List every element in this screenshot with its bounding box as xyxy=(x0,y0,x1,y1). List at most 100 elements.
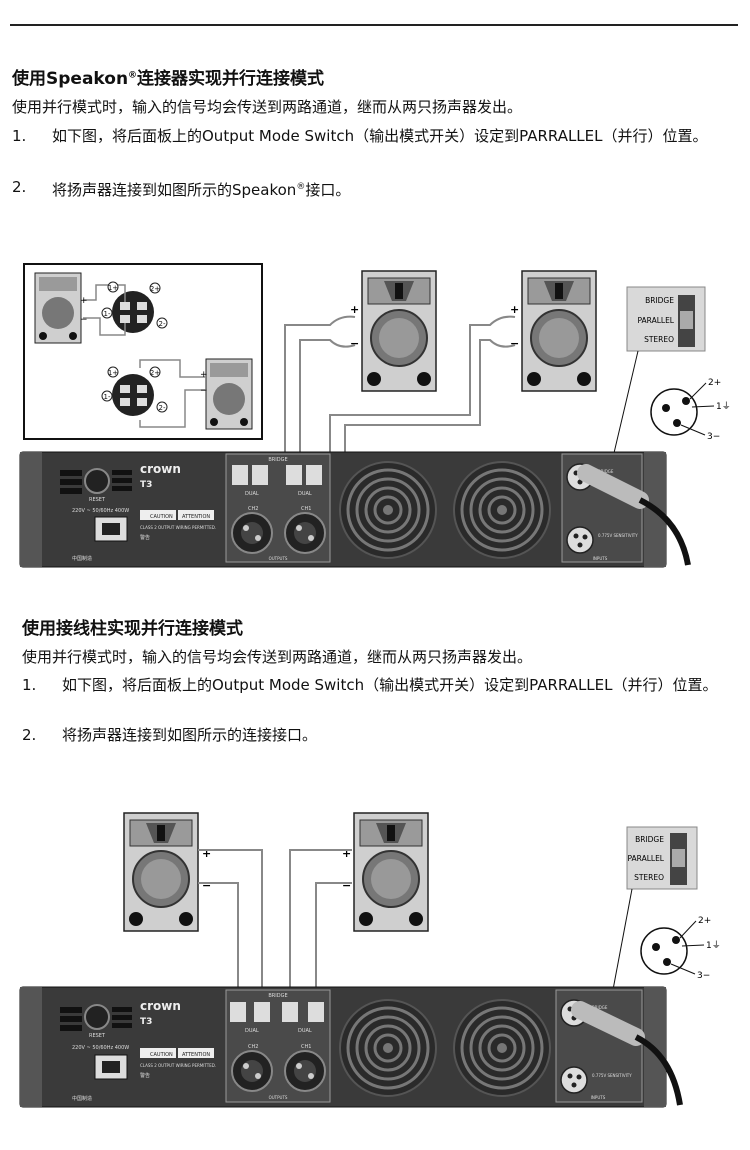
plus-label: + xyxy=(202,847,211,860)
dual-label: DUAL xyxy=(245,491,259,497)
model-label: T3 xyxy=(140,480,152,490)
mode-switch[interactable]: BRIDGE PARALLEL STEREO xyxy=(626,826,698,890)
pin-1-label: 1⏚ xyxy=(706,940,721,951)
class2-label: CLASS 2 OUTPUT WIRING PERMITTED. xyxy=(140,525,216,530)
ch2-label: CH2 xyxy=(248,506,258,512)
pin-3-label: 3− xyxy=(697,971,710,981)
switch-stereo-label: STEREO xyxy=(644,335,674,344)
section2-intro: 使用并行模式时，输入的信号均会传送到两路通道，继而从两只扬声器发出。 xyxy=(22,648,533,666)
minus-label: − xyxy=(200,386,208,396)
minus-label: − xyxy=(80,315,88,325)
inset-connector-1 xyxy=(112,291,154,333)
outputs-label: OUTPUTS xyxy=(269,1095,288,1100)
inset-pin-label: 2+ xyxy=(150,369,160,377)
brand-logo: crown xyxy=(140,462,181,476)
section2-title: 使用接线柱实现并行连接模式 xyxy=(22,619,243,639)
switch-stereo-label: STEREO xyxy=(634,873,664,882)
inset-pin-label: 1- xyxy=(104,310,111,318)
fan-left xyxy=(338,998,438,1098)
speaker-left xyxy=(361,270,437,392)
inset-pin-label: 2+ xyxy=(150,285,160,293)
bridge-label: BRIDGE xyxy=(268,993,287,999)
header-rule xyxy=(10,24,738,26)
section1-intro: 使用并行模式时，输入的信号均会传送到两路通道，继而从两只扬声器发出。 xyxy=(12,98,523,116)
mode-switch[interactable]: BRIDGE PARALLEL STEREO xyxy=(626,286,706,352)
binding-post-parallel-diagram: + − + − BRIDGE PARALLEL STEREO 2+ 1⏚ 3− … xyxy=(19,812,721,1108)
reset-label: RESET xyxy=(89,497,106,503)
sensitivity-label: 0.775V SENSITIVITY xyxy=(592,1073,632,1078)
warning-label: 警告 xyxy=(140,1072,150,1079)
speaker-left xyxy=(123,812,199,932)
speaker-wires xyxy=(284,315,516,455)
pin-2-label: 2+ xyxy=(708,378,721,388)
ch1-label: CH1 xyxy=(301,506,311,512)
amplifier-rear-panel: RESET crown T3 220V ~ 50/60Hz 400W 中国制造 … xyxy=(19,986,667,1108)
warning-label: 警告 xyxy=(140,534,150,541)
speakon-ch1 xyxy=(284,512,326,554)
inset-speaker-2 xyxy=(205,358,253,430)
caution-label: CAUTION xyxy=(150,514,173,520)
inset-speaker-1 xyxy=(34,272,82,344)
dual-label: DUAL xyxy=(298,491,312,497)
plus-label: + xyxy=(350,303,359,316)
ch2-label: CH2 xyxy=(248,1044,258,1050)
xlr-pin-diagram: 2+ 1⏚ 3− xyxy=(640,916,721,981)
class2-label: CLASS 2 OUTPUT WIRING PERMITTED. xyxy=(140,1063,216,1068)
made-in-label: 中国制造 xyxy=(72,555,92,562)
inset-pin-label: 2- xyxy=(159,404,166,412)
dual-label: DUAL xyxy=(298,1028,312,1034)
power-label: 220V ~ 50/60Hz 400W xyxy=(72,1045,129,1051)
speakon-ch2 xyxy=(231,1050,273,1092)
switch-bridge-label: BRIDGE xyxy=(635,835,664,844)
inputs-label: INPUTS xyxy=(591,1095,606,1100)
speakon-ch2 xyxy=(231,512,273,554)
inset-pin-label: 2- xyxy=(159,320,166,328)
amplifier-rear-panel: RESET crown T3 220V ~ 50/60Hz 400W 中国制造 … xyxy=(19,451,667,568)
ch1-label: CH1 xyxy=(301,1044,311,1050)
xlr-input-2 xyxy=(560,1066,588,1094)
switch-parallel-label: PARALLEL xyxy=(628,854,665,863)
reset-label: RESET xyxy=(89,1033,106,1039)
xlr-input-2 xyxy=(566,526,594,554)
switch-parallel-label: PARALLEL xyxy=(638,316,675,325)
speaker-wires xyxy=(198,849,352,1005)
inputs-label: INPUTS xyxy=(593,556,608,561)
power-label: 220V ~ 50/60Hz 400W xyxy=(72,508,129,514)
speaker-right xyxy=(353,812,429,932)
minus-label: − xyxy=(350,337,359,350)
sensitivity-label: 0.775V SENSITIVITY xyxy=(598,533,638,538)
bridge-label: BRIDGE xyxy=(268,457,287,463)
inset-pin-label: 1+ xyxy=(108,284,118,292)
callout-line xyxy=(613,350,639,454)
section1-title: 使用Speakon®连接器实现并行连接模式 xyxy=(12,69,325,89)
pin-2-label: 2+ xyxy=(698,916,711,926)
fan-right xyxy=(452,998,552,1098)
caution-label: CAUTION xyxy=(150,1052,173,1058)
bridge-small-label: BRIDGE xyxy=(598,469,614,474)
inset-pin-label: 1- xyxy=(104,393,111,401)
callout-line xyxy=(611,888,633,996)
plus-label: + xyxy=(80,296,88,306)
dual-label: DUAL xyxy=(245,1028,259,1034)
inset-pin-label: 1+ xyxy=(108,369,118,377)
plus-label: + xyxy=(342,847,351,860)
model-label: T3 xyxy=(140,1017,152,1027)
brand-logo: crown xyxy=(140,999,181,1013)
minus-label: − xyxy=(202,879,211,892)
fan-left xyxy=(338,460,438,560)
inset-connector-2 xyxy=(112,374,154,416)
fan-right xyxy=(452,460,552,560)
minus-label: − xyxy=(342,879,351,892)
xlr-cable xyxy=(577,464,691,566)
xlr-cable xyxy=(571,1001,683,1106)
pin-3-label: 3− xyxy=(707,432,720,442)
attention-label: ATTENTION xyxy=(182,514,210,520)
xlr-pin-diagram: 2+ 1⏚ 3− xyxy=(650,378,731,442)
outputs-label: OUTPUTS xyxy=(269,556,288,561)
switch-bridge-label: BRIDGE xyxy=(645,296,674,305)
made-in-label: 中国制造 xyxy=(72,1095,92,1102)
pin-1-label: 1⏚ xyxy=(716,401,731,412)
plus-label: + xyxy=(510,303,519,316)
speaker-right xyxy=(521,270,597,392)
attention-label: ATTENTION xyxy=(182,1052,210,1058)
